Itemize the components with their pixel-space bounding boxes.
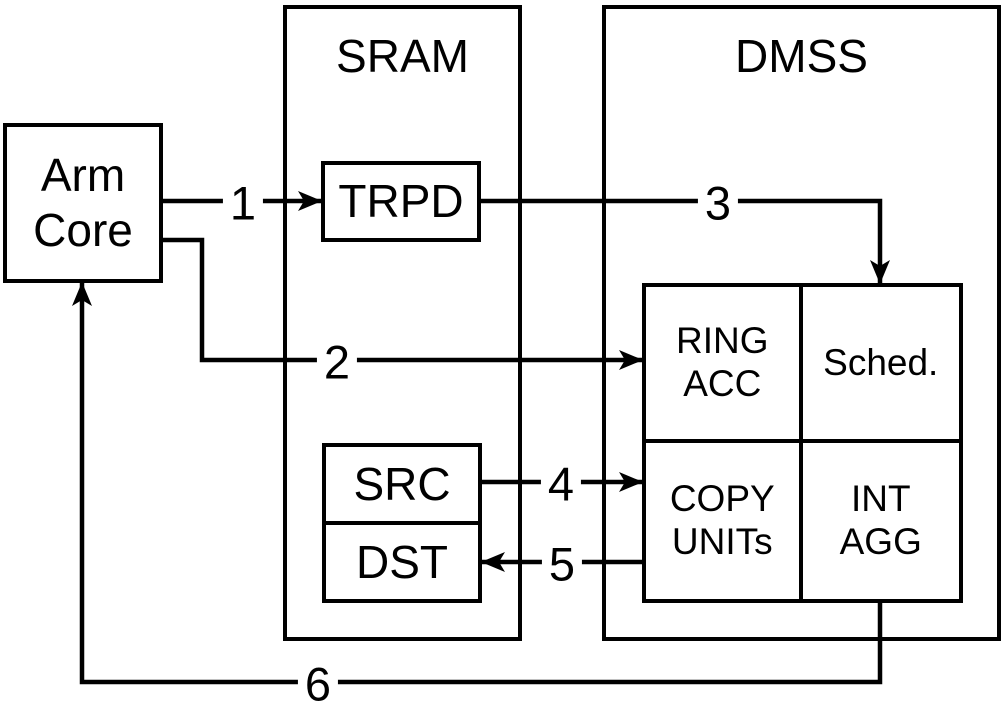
ring-acc-label-line1: RING	[676, 320, 769, 362]
dmss-title: DMSS	[735, 30, 868, 82]
dst-node: DST	[326, 525, 478, 599]
connector-2-arm-core-to-ring-acc	[163, 237, 643, 370]
step-label-3: 3	[697, 175, 739, 227]
dst-label: DST	[356, 536, 448, 588]
dmss-container: DMSS	[602, 5, 1001, 641]
ring-acc-label-line2: ACC	[683, 363, 762, 404]
connector-6-int-agg-to-arm-core	[72, 282, 883, 685]
int-agg-node: INT AGG	[803, 443, 960, 599]
ring-acc-node: RING ACC	[646, 287, 803, 443]
step-label-5: 5	[541, 536, 583, 588]
src-node: SRC	[326, 447, 478, 525]
src-label: SRC	[353, 458, 451, 510]
copy-units-label-line1: COPY	[669, 478, 775, 520]
src-dst-stack: SRC DST	[322, 443, 482, 603]
sched-node: Sched.	[802, 287, 959, 443]
copy-units-label-line2: UNITs	[671, 521, 773, 562]
connector-3-trpd-to-sched	[481, 198, 890, 284]
sram-title: SRAM	[336, 30, 469, 82]
sram-container: SRAM	[283, 5, 522, 641]
step-label-2: 2	[316, 334, 358, 386]
dmss-engine-grid: RING ACC Sched. COPY UNITs INT AGG	[642, 283, 963, 603]
arm-core-label-line1: Arm	[40, 148, 126, 201]
trpd-node: TRPD	[321, 161, 481, 242]
arm-core-label-line2: Core	[33, 204, 133, 256]
sched-label: Sched.	[823, 341, 939, 383]
step-label-6: 6	[297, 656, 339, 708]
step-label-4: 4	[540, 456, 582, 508]
step-label-1: 1	[222, 175, 264, 227]
trpd-label: TRPD	[338, 174, 464, 227]
copy-units-node: COPY UNITs	[646, 443, 803, 599]
int-agg-label-line1: INT	[850, 478, 911, 520]
arm-core-node: Arm Core	[3, 123, 163, 283]
int-agg-label-line2: AGG	[839, 521, 922, 562]
